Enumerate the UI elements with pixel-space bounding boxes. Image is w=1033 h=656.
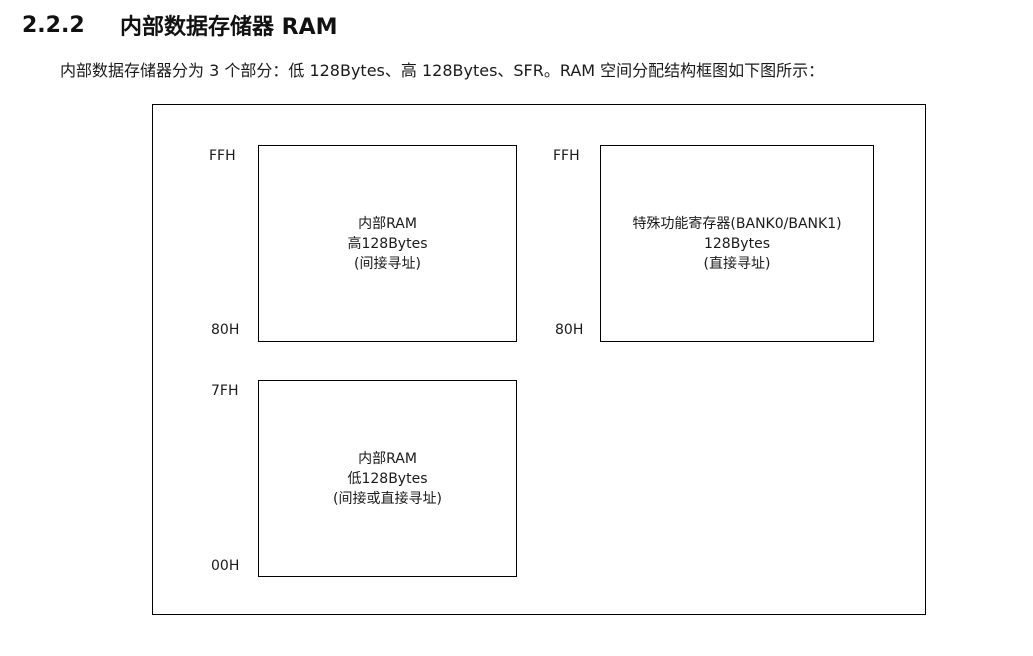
sfr-addr-bottom: 80H	[555, 322, 584, 338]
high-ram-addr-bottom: 80H	[211, 322, 240, 338]
ram-structure-diagram	[152, 104, 926, 615]
high-ram-addr-top: FFH	[209, 148, 236, 164]
high-ram-block: 内部RAM 高128Bytes (间接寻址)	[258, 145, 517, 342]
low-ram-addr-top: 7FH	[211, 383, 239, 399]
sfr-line-1: 特殊功能寄存器(BANK0/BANK1)	[632, 215, 842, 232]
high-ram-line-2: 高128Bytes	[347, 235, 428, 252]
high-ram-line-3: (间接寻址)	[354, 255, 421, 272]
sfr-line-3: (直接寻址)	[703, 255, 771, 272]
low-ram-line-3: (间接或直接寻址)	[333, 490, 442, 507]
section-number: 2.2.2	[22, 12, 85, 38]
low-ram-block: 内部RAM 低128Bytes (间接或直接寻址)	[258, 380, 517, 577]
sfr-line-2: 128Bytes	[703, 235, 770, 252]
sfr-block: 特殊功能寄存器(BANK0/BANK1) 128Bytes (直接寻址)	[600, 145, 874, 342]
section-title: 内部数据存储器 RAM	[120, 15, 338, 40]
sfr-addr-top: FFH	[553, 148, 580, 164]
section-heading: 2.2.2 内部数据存储器 RAM	[22, 8, 338, 42]
intro-paragraph: 内部数据存储器分为 3 个部分：低 128Bytes、高 128Bytes、SF…	[60, 61, 825, 80]
high-ram-line-1: 内部RAM	[358, 215, 417, 232]
low-ram-line-1: 内部RAM	[358, 450, 417, 467]
low-ram-line-2: 低128Bytes	[347, 470, 428, 487]
low-ram-addr-bottom: 00H	[211, 558, 240, 574]
